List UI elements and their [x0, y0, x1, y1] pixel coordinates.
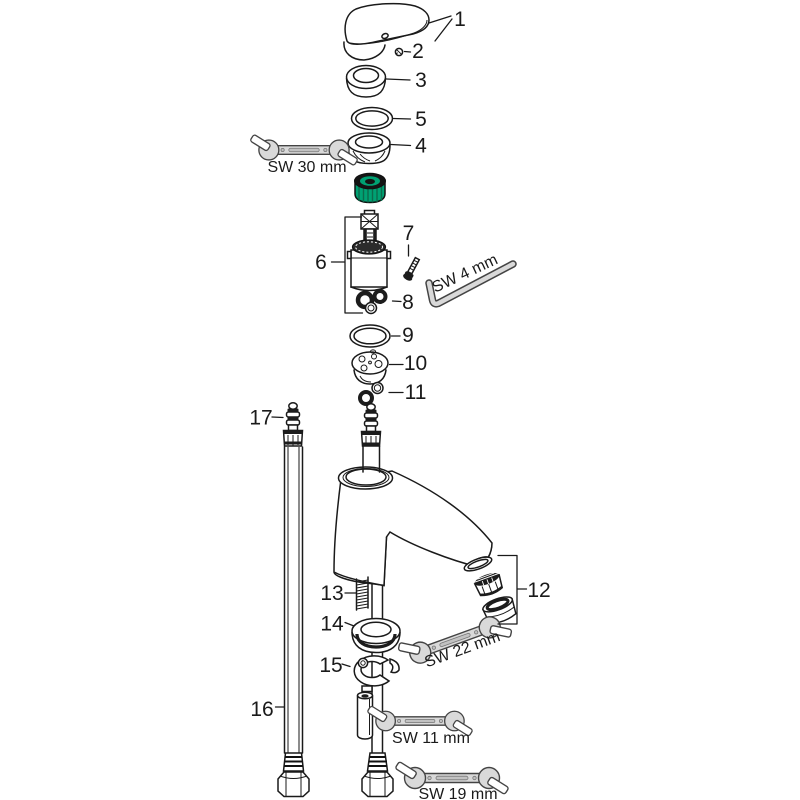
- part-12-aerator-seal: [463, 556, 493, 572]
- cartridge-retaining-nut-green: [354, 172, 386, 204]
- supply-pipe-connector: [360, 403, 382, 473]
- tool-label-sw19: SW 19 mm: [418, 786, 497, 800]
- label-part-2: 2: [412, 40, 424, 63]
- label-part-9: 9: [402, 324, 414, 347]
- part-number-labels: 1 2 3 5 4 6 7 8 9 10 11 12 13 14 15 16 1…: [249, 8, 550, 721]
- sleeve-spacer: [356, 691, 374, 740]
- part-5-o-ring: [350, 106, 394, 131]
- label-part-12: 12: [527, 579, 550, 602]
- part-11-o-ring-pair: [358, 381, 384, 406]
- label-part-17: 17: [249, 407, 272, 430]
- label-part-14: 14: [320, 613, 344, 636]
- label-part-7: 7: [403, 222, 415, 245]
- part-3-collar-sleeve: [345, 64, 387, 98]
- part-15-mounting-clamp: [353, 655, 400, 693]
- label-part-15: 15: [319, 654, 342, 677]
- part-7-screw: [403, 256, 421, 281]
- tool-wrench-sw11: SW 11 mm: [366, 704, 474, 747]
- part-13-threaded-rod: [355, 576, 369, 611]
- part-17-hose-connector: [282, 402, 304, 447]
- tool-label-sw11: SW 11 mm: [392, 730, 470, 747]
- part-16-hose-body: [277, 446, 310, 798]
- label-part-6: 6: [315, 251, 327, 274]
- label-part-11: 11: [405, 381, 427, 404]
- label-part-5: 5: [415, 108, 427, 131]
- label-part-3: 3: [415, 69, 427, 92]
- part-12-aerator-insert: [473, 572, 504, 597]
- label-part-16: 16: [250, 698, 273, 721]
- part-1-handle-lever: [343, 2, 430, 61]
- part-9-o-ring: [349, 324, 391, 348]
- part-14-base-ring: [351, 617, 401, 654]
- part-4-mounting-ring: [347, 132, 391, 165]
- label-part-1: 1: [454, 8, 466, 31]
- label-part-10: 10: [404, 352, 427, 375]
- label-part-13: 13: [320, 582, 343, 605]
- tool-wrench-sw30: SW 30 mm: [249, 133, 359, 176]
- label-part-8: 8: [402, 291, 414, 314]
- label-part-4: 4: [415, 135, 427, 158]
- leader-lines: [271, 15, 528, 708]
- tool-label-sw30: SW 30 mm: [267, 159, 346, 176]
- part-6-cartridge: [346, 209, 392, 292]
- tool-wrench-sw19: SW 19 mm: [394, 760, 510, 800]
- part-2-set-screw: [394, 47, 404, 57]
- allen-key-sw4-icon: [425, 260, 517, 308]
- faucet-body: [333, 466, 493, 587]
- part-8-o-ring-set: [355, 289, 388, 315]
- part-10-base-disc: [351, 349, 389, 385]
- shank-crimp-nut: [361, 752, 394, 798]
